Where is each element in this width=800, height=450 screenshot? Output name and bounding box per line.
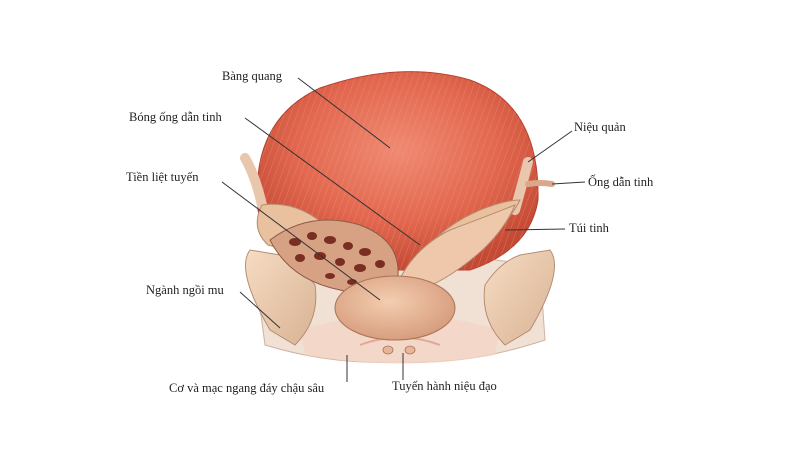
bulbourethral-gland-illustration — [382, 345, 416, 355]
label-deep-perineal: Cơ và mạc ngang đáy chậu sâu — [169, 381, 325, 395]
pubic-ramus-illustration — [245, 249, 555, 346]
leader-lines — [221, 77, 586, 382]
label-prostate: Tiền liệt tuyến — [126, 170, 199, 184]
label-bladder: Bàng quang — [222, 69, 283, 83]
label-bulbourethral: Tuyến hành niệu đạo — [392, 379, 497, 393]
label-ampulla: Bóng ống dẫn tinh — [129, 110, 222, 124]
label-pubic-ramus: Ngành ngồi mu — [146, 283, 225, 297]
label-vas-deferens: Ống dẫn tinh — [588, 174, 654, 189]
prostate-illustration — [269, 219, 456, 341]
ampulla-illustration — [394, 204, 516, 296]
label-ureter: Niệu quản — [574, 120, 626, 134]
label-seminal-vesicle: Túi tinh — [569, 221, 610, 235]
